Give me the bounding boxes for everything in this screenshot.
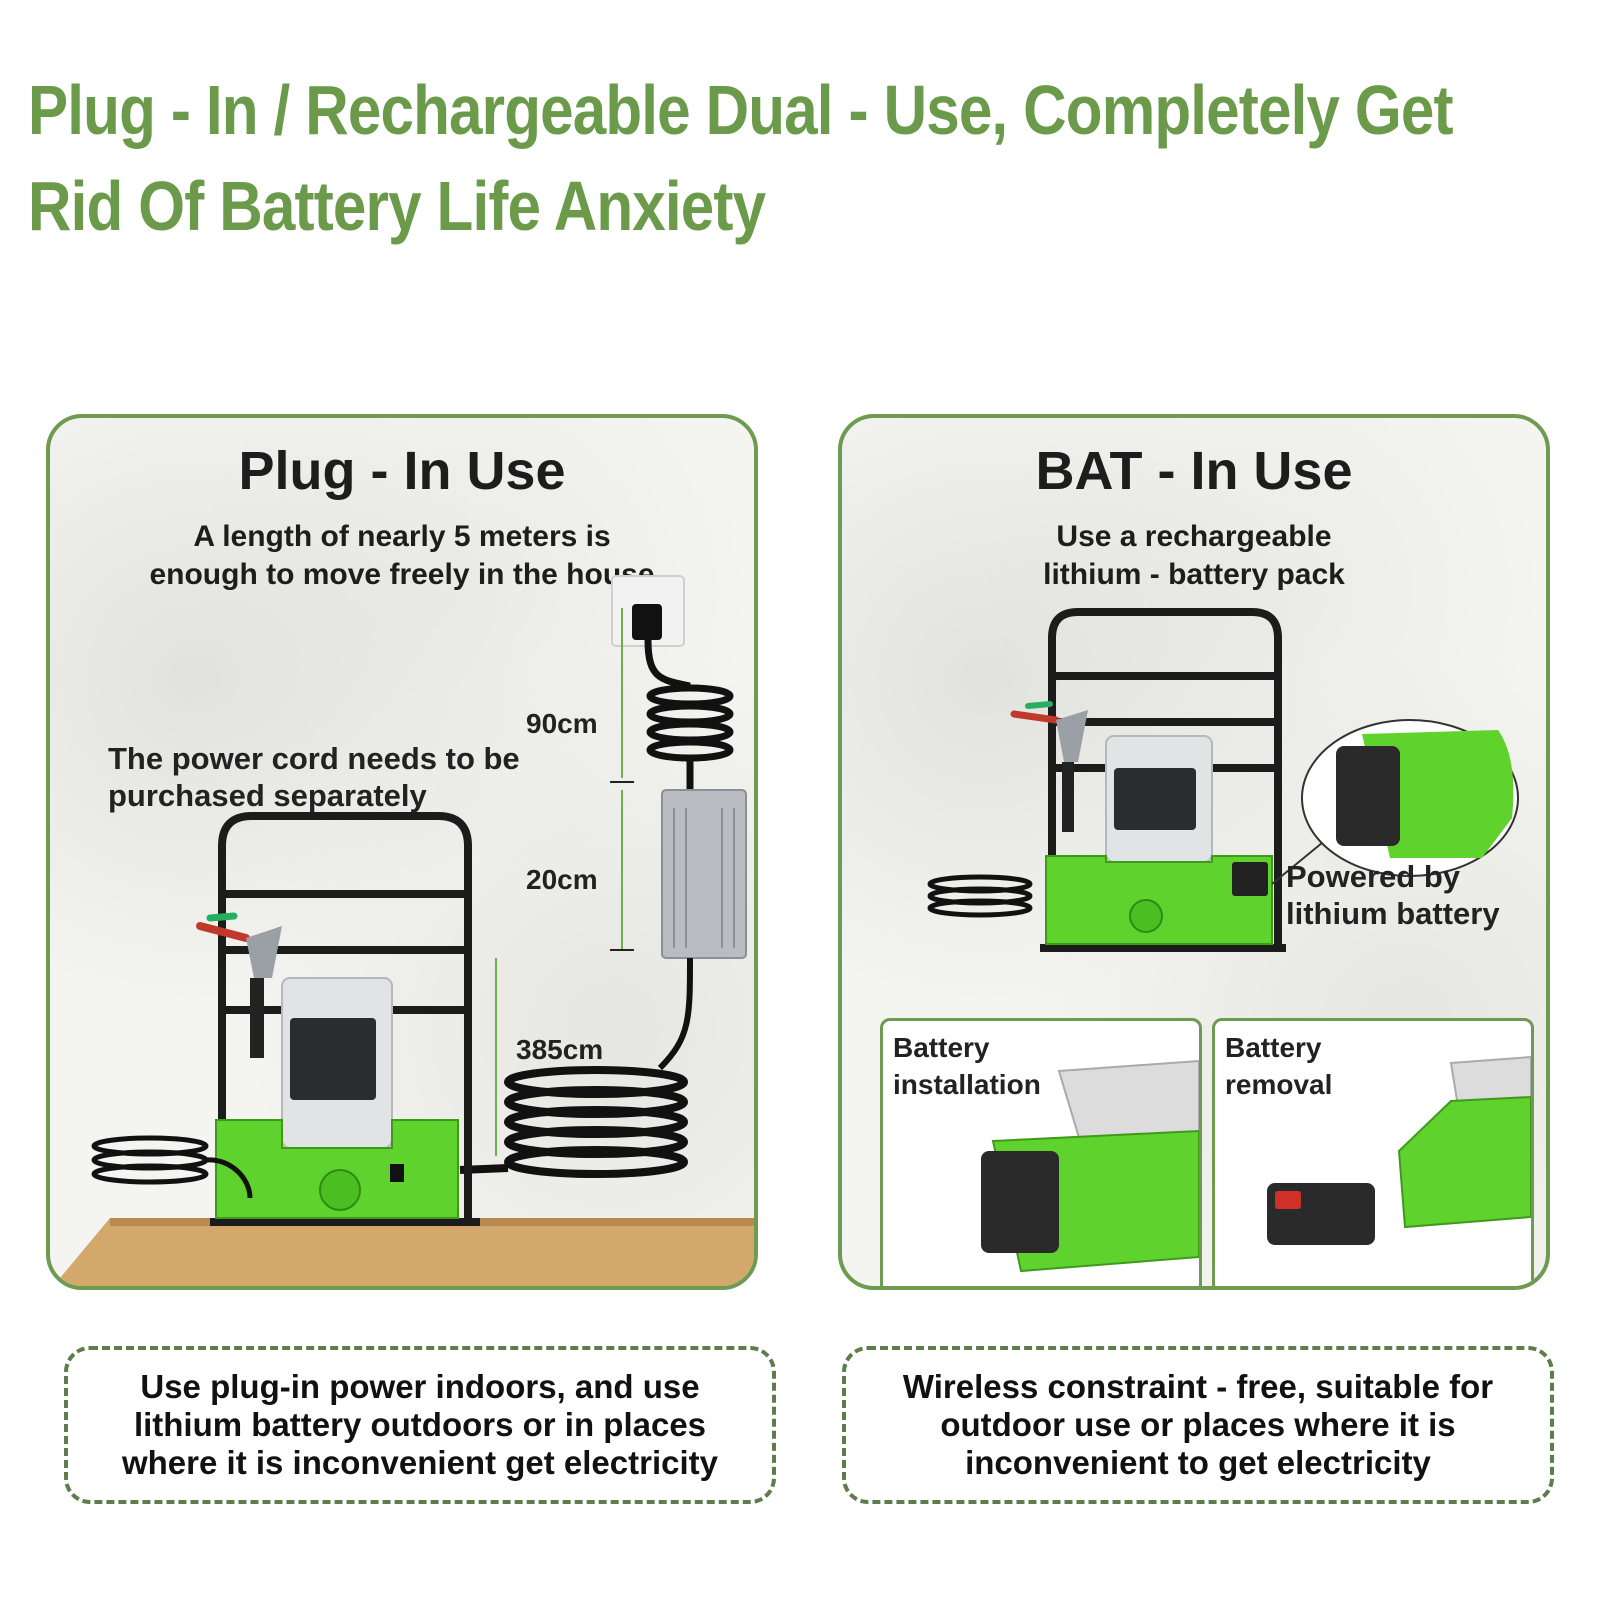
control-panel [1114, 768, 1196, 830]
sprayer-base [215, 1119, 459, 1219]
installation-illustration [981, 1059, 1199, 1273]
plug-in-caption: Use plug-in power indoors, and use lithi… [64, 1346, 776, 1504]
battery-removal-label: Battery removal [1225, 1029, 1332, 1103]
removal-illustration [1267, 1055, 1531, 1245]
battery-subtitle-line-1: Use a rechargeable [1056, 520, 1332, 553]
battery-illustration [927, 608, 1519, 952]
battery-subtitle: Use a rechargeable lithium - battery pac… [842, 518, 1546, 594]
hose-coil-icon [927, 874, 1033, 918]
plug-in-panel: Plug - In Use A length of nearly 5 meter… [46, 414, 758, 1290]
lithium-callout-line-1: Powered by [1286, 859, 1460, 894]
page-headline: Plug - In / Rechargeable Dual - Use, Com… [28, 62, 1454, 254]
plug-in-caption-line-3: where it is inconvenient get electricity [121, 1444, 718, 1481]
power-cord-note-line-2: purchased separately [108, 778, 427, 813]
power-switch [390, 1164, 404, 1182]
headline-line-2: Rid Of Battery Life Anxiety [28, 167, 766, 245]
sprayer-frame [1040, 608, 1286, 952]
plug-in-illustration [60, 575, 754, 1286]
battery-installation-panel: Battery installation [880, 1018, 1202, 1286]
power-cord-note: The power cord needs to be purchased sep… [108, 740, 520, 814]
spray-gun-icon [1010, 701, 1088, 832]
power-adapter-icon [661, 789, 747, 959]
battery-title: BAT - In Use [1035, 441, 1353, 501]
battery-removal-panel: Battery removal [1212, 1018, 1534, 1286]
battery-installation-label: Battery installation [893, 1029, 1041, 1103]
battery-caption-line-1: Wireless constraint - free, suitable for [902, 1368, 1494, 1405]
dimension-385cm: 385cm [516, 1034, 604, 1065]
battery-zoom-callout [1301, 719, 1519, 877]
battery-caption-text: Wireless constraint - free, suitable for… [903, 1368, 1493, 1482]
battery-caption-line-3: inconvenient to get electricity [965, 1444, 1431, 1481]
dimension-lines [495, 608, 623, 1156]
dimension-90cm: 90cm [526, 708, 598, 739]
battery-icon [1232, 862, 1268, 896]
battery-pack-icon [1336, 746, 1400, 846]
plug-in-caption-line-2: lithium battery outdoors or in places [133, 1406, 707, 1443]
battery-installation-line-2: installation [893, 1069, 1041, 1100]
battery-pack-icon [981, 1151, 1059, 1253]
control-panel [290, 1018, 376, 1100]
plug-in-caption-line-1: Use plug-in power indoors, and use [140, 1368, 700, 1405]
sprayer-base [1045, 855, 1273, 945]
plug-in-subtitle-line-1: A length of nearly 5 meters is [193, 520, 611, 553]
spray-gun-icon [196, 912, 282, 1058]
lithium-callout-label: Powered by lithium battery [1286, 858, 1500, 932]
battery-removal-line-2: removal [1225, 1069, 1333, 1100]
hose-coil-icon [91, 1135, 253, 1199]
wooden-table [60, 1218, 754, 1286]
battery-removal-line-1: Battery [1225, 1032, 1322, 1063]
dimension-20cm: 20cm [526, 864, 598, 895]
battery-subtitle-line-2: lithium - battery pack [1043, 558, 1345, 591]
battery-caption-line-2: outdoor use or places where it is [940, 1406, 1456, 1443]
lithium-callout-line-2: lithium battery [1286, 896, 1500, 931]
plug-in-subtitle-line-2: enough to move freely in the house [149, 558, 655, 591]
plug-in-subtitle: A length of nearly 5 meters is enough to… [50, 518, 754, 594]
power-cord-coil-bottom [459, 1066, 688, 1178]
fan-vent-icon [1129, 899, 1163, 933]
headline-line-1: Plug - In / Rechargeable Dual - Use, Com… [28, 71, 1454, 149]
plug-in-caption-text: Use plug-in power indoors, and use lithi… [122, 1368, 718, 1482]
fan-vent-icon [319, 1169, 361, 1211]
sprayer-base [1397, 1095, 1531, 1229]
plug-in-title: Plug - In Use [238, 441, 566, 501]
power-cord-coil-top [644, 639, 734, 790]
battery-panel: BAT - In Use Use a rechargeable lithium … [838, 414, 1550, 1290]
battery-caption: Wireless constraint - free, suitable for… [842, 1346, 1554, 1504]
battery-installation-line-1: Battery [893, 1032, 990, 1063]
power-cord-note-line-1: The power cord needs to be [108, 741, 520, 776]
